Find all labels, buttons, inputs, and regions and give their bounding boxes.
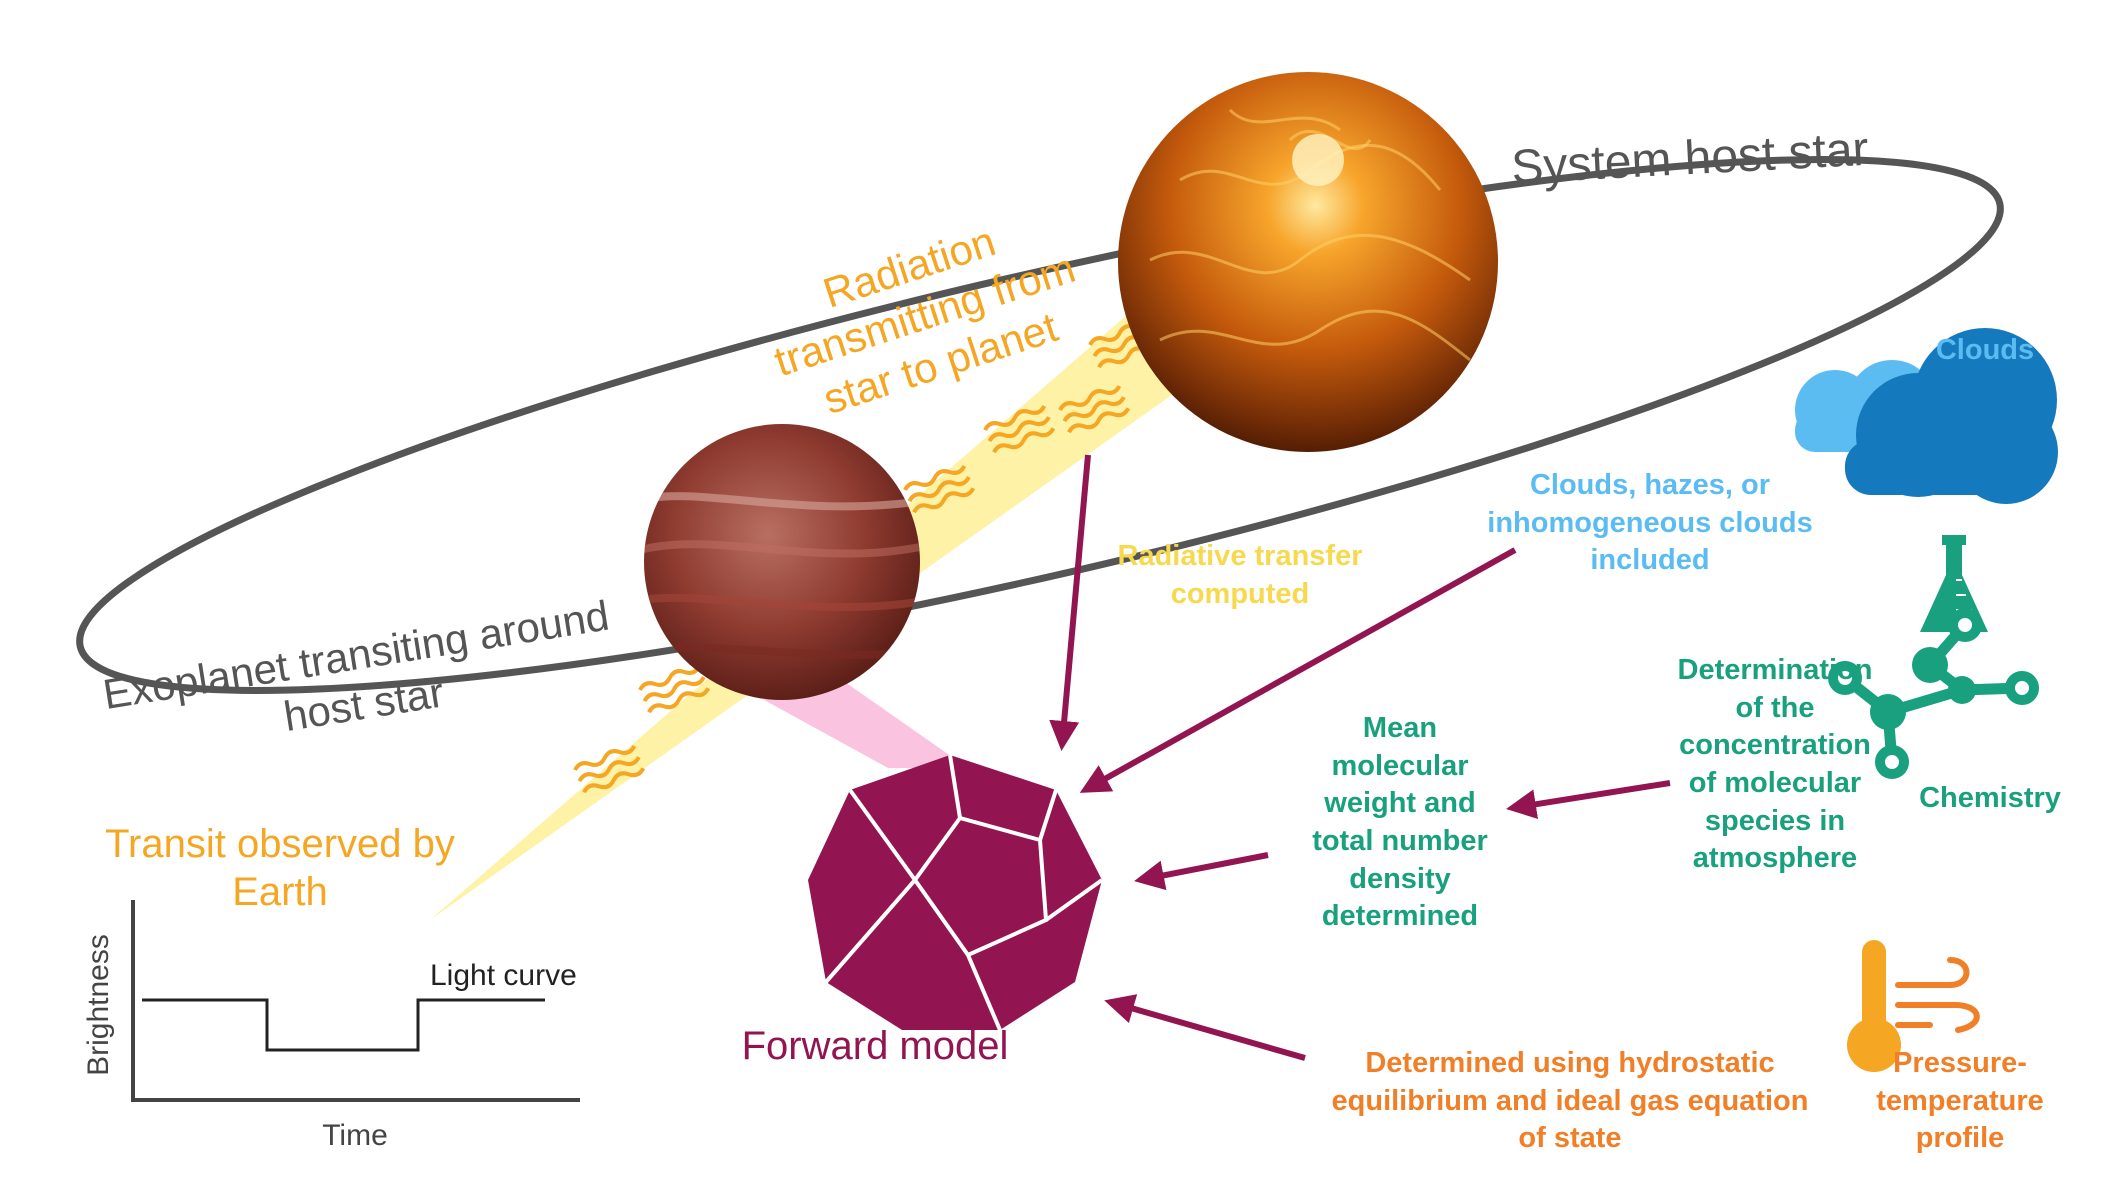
thermometer-icon [1847,940,1901,1072]
light-curve-label: Light curve [430,959,577,992]
orbit-ellipse [76,156,2004,694]
molecule-icon [1828,608,2039,779]
radiative-transfer-label: Radiative transfer computed [1117,540,1363,610]
dodecahedron-icon [808,754,1104,1031]
light-curve-plot: Light curve Time Brightness [82,900,580,1152]
clouds-icon [1795,328,2058,504]
clouds-icon-label: Clouds [1935,334,2035,366]
light-curve-xlabel: Time [322,1119,388,1152]
chemistry-text-label: Determination of the concentration of mo… [1677,654,1873,875]
forward-model-label: Forward model [741,1024,1009,1068]
star-sun-icon [1118,72,1498,452]
hydrostatic-label: Determined using hydrostatic equilibrium… [1331,1047,1809,1155]
chemistry-icon-label: Chemistry [1919,782,2061,814]
exoplanet-icon [644,424,920,700]
pressure-temperature-label: Pressure- temperature profile [1876,1047,2044,1155]
light-curve-ylabel: Brightness [82,934,115,1076]
wind-icon [1895,957,1980,1033]
light-curve-line [142,998,545,1052]
planet-to-model-cone [728,680,968,768]
clouds-text-label: Clouds, hazes, or inhomogeneous clouds i… [1487,469,1813,577]
molecular-weight-label: Mean molecular weight and total number d… [1312,712,1488,933]
transit-label: Transit observed by Earth [105,822,455,914]
model-arrows [1049,454,1671,1061]
